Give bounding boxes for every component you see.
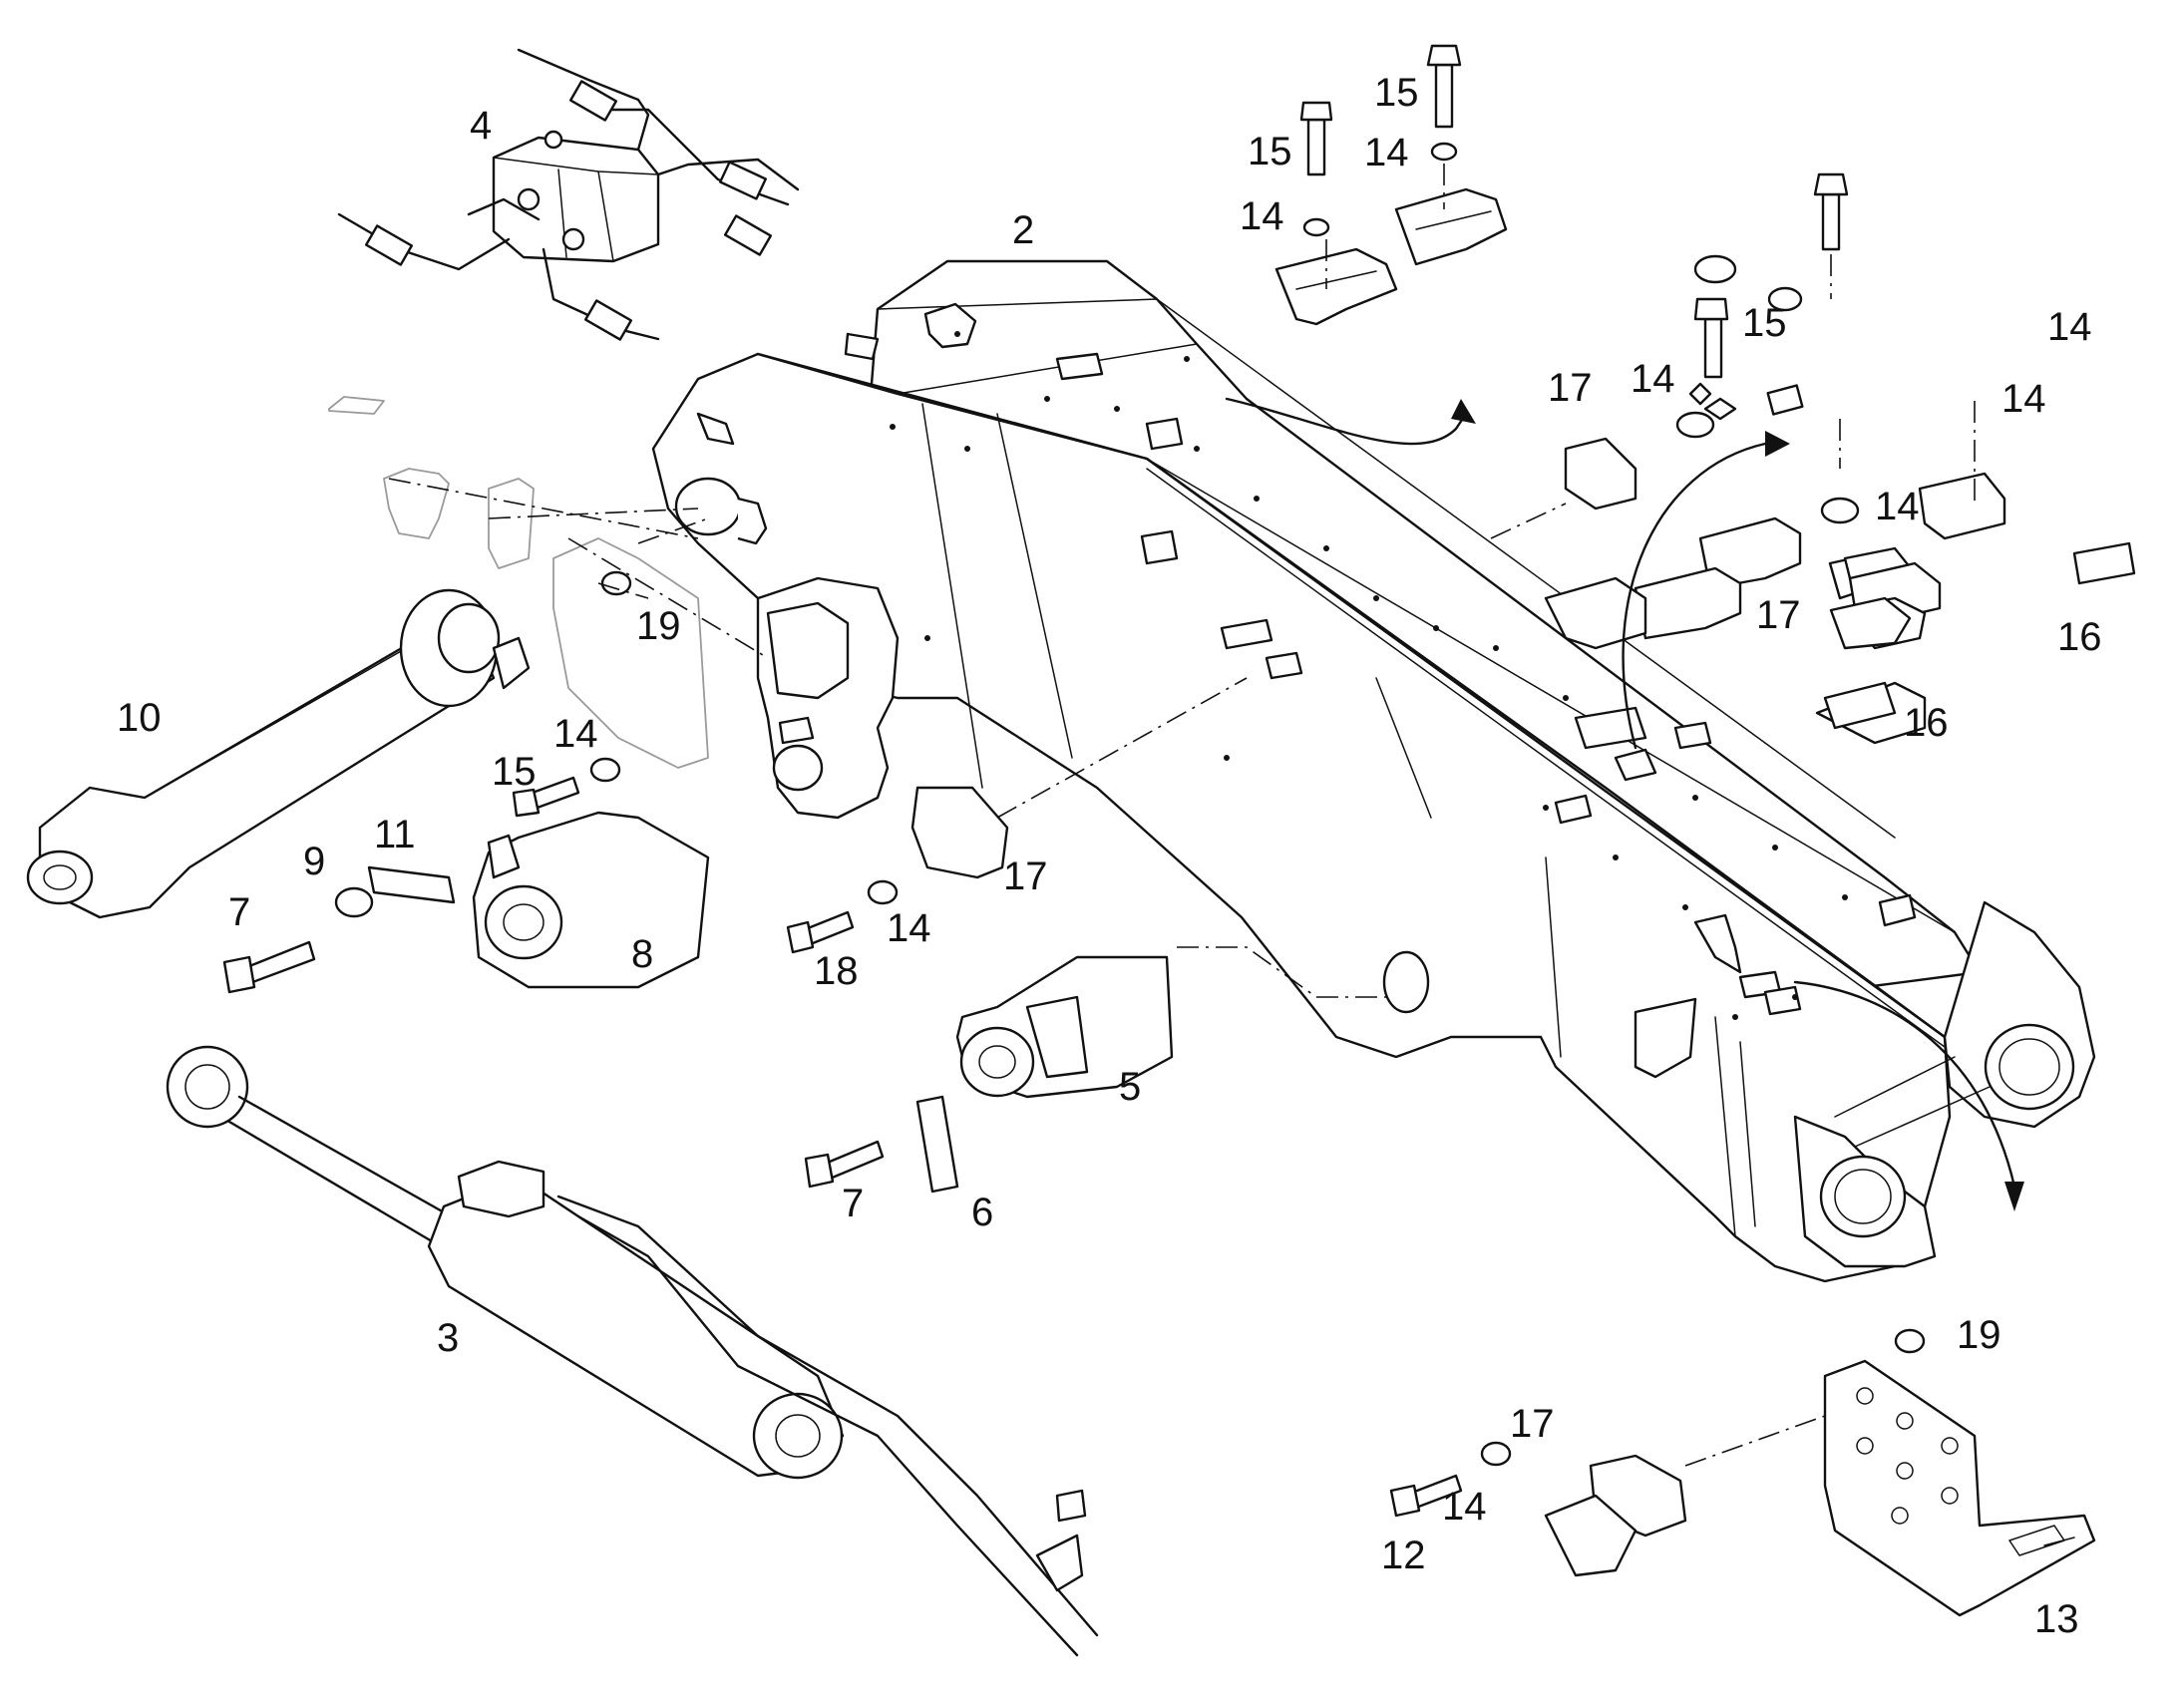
callout-14: 14	[1240, 194, 1284, 238]
callout-14: 14	[553, 712, 598, 756]
callout-15: 15	[1248, 130, 1292, 173]
valve-block-assembly	[337, 48, 800, 341]
callout-labels: 4 2 15 15 14 14 15 17 14 14 14 14 17 16 …	[117, 71, 2102, 1641]
arrows	[1225, 397, 2024, 1211]
callout-14: 14	[887, 906, 931, 950]
top-clamp-group	[1274, 44, 1927, 750]
callout-3: 3	[437, 1316, 459, 1360]
callout-11: 11	[374, 813, 416, 856]
ghost-bracket-group	[328, 396, 709, 769]
callout-5: 5	[1119, 1065, 1141, 1109]
callout-16: 16	[1904, 701, 1949, 745]
callout-10: 10	[117, 696, 162, 740]
cylinder-3	[166, 1045, 1099, 1657]
connector-lines	[488, 164, 1976, 998]
callout-19: 19	[1957, 1313, 2001, 1357]
pin-8	[472, 811, 710, 989]
callout-8: 8	[631, 932, 653, 976]
callout-13: 13	[2034, 1597, 2079, 1641]
callout-12: 12	[1381, 1534, 1426, 1577]
callout-4: 4	[470, 104, 492, 148]
boom-arm	[651, 259, 2096, 1283]
callout-15: 15	[1742, 301, 1787, 345]
callout-17: 17	[1548, 366, 1593, 410]
callout-18: 18	[814, 949, 859, 993]
callout-17: 17	[1003, 854, 1048, 898]
callout-17: 17	[1510, 1402, 1555, 1446]
callout-6: 6	[971, 1191, 993, 1234]
callout-7: 7	[842, 1182, 864, 1225]
callout-14: 14	[2001, 377, 2046, 421]
callout-9: 9	[303, 840, 325, 883]
callout-15: 15	[1374, 71, 1419, 115]
callout-14: 14	[1875, 485, 1920, 528]
callout-19: 19	[636, 604, 681, 648]
callout-17: 17	[1756, 593, 1801, 637]
bracket-13	[1544, 1328, 2096, 1617]
callout-2: 2	[1012, 208, 1034, 252]
callout-14: 14	[1364, 131, 1409, 174]
right-clamp-group	[1823, 472, 2136, 730]
callout-14: 14	[1442, 1485, 1487, 1529]
pin-5	[955, 955, 1174, 1099]
callout-15: 15	[492, 750, 537, 794]
callout-16: 16	[2057, 615, 2102, 659]
callout-14: 14	[2047, 305, 2092, 349]
callout-14: 14	[1631, 357, 1675, 401]
callout-7: 7	[228, 890, 250, 934]
small-hardware	[222, 397, 1737, 1518]
cylinder-10	[26, 588, 531, 919]
